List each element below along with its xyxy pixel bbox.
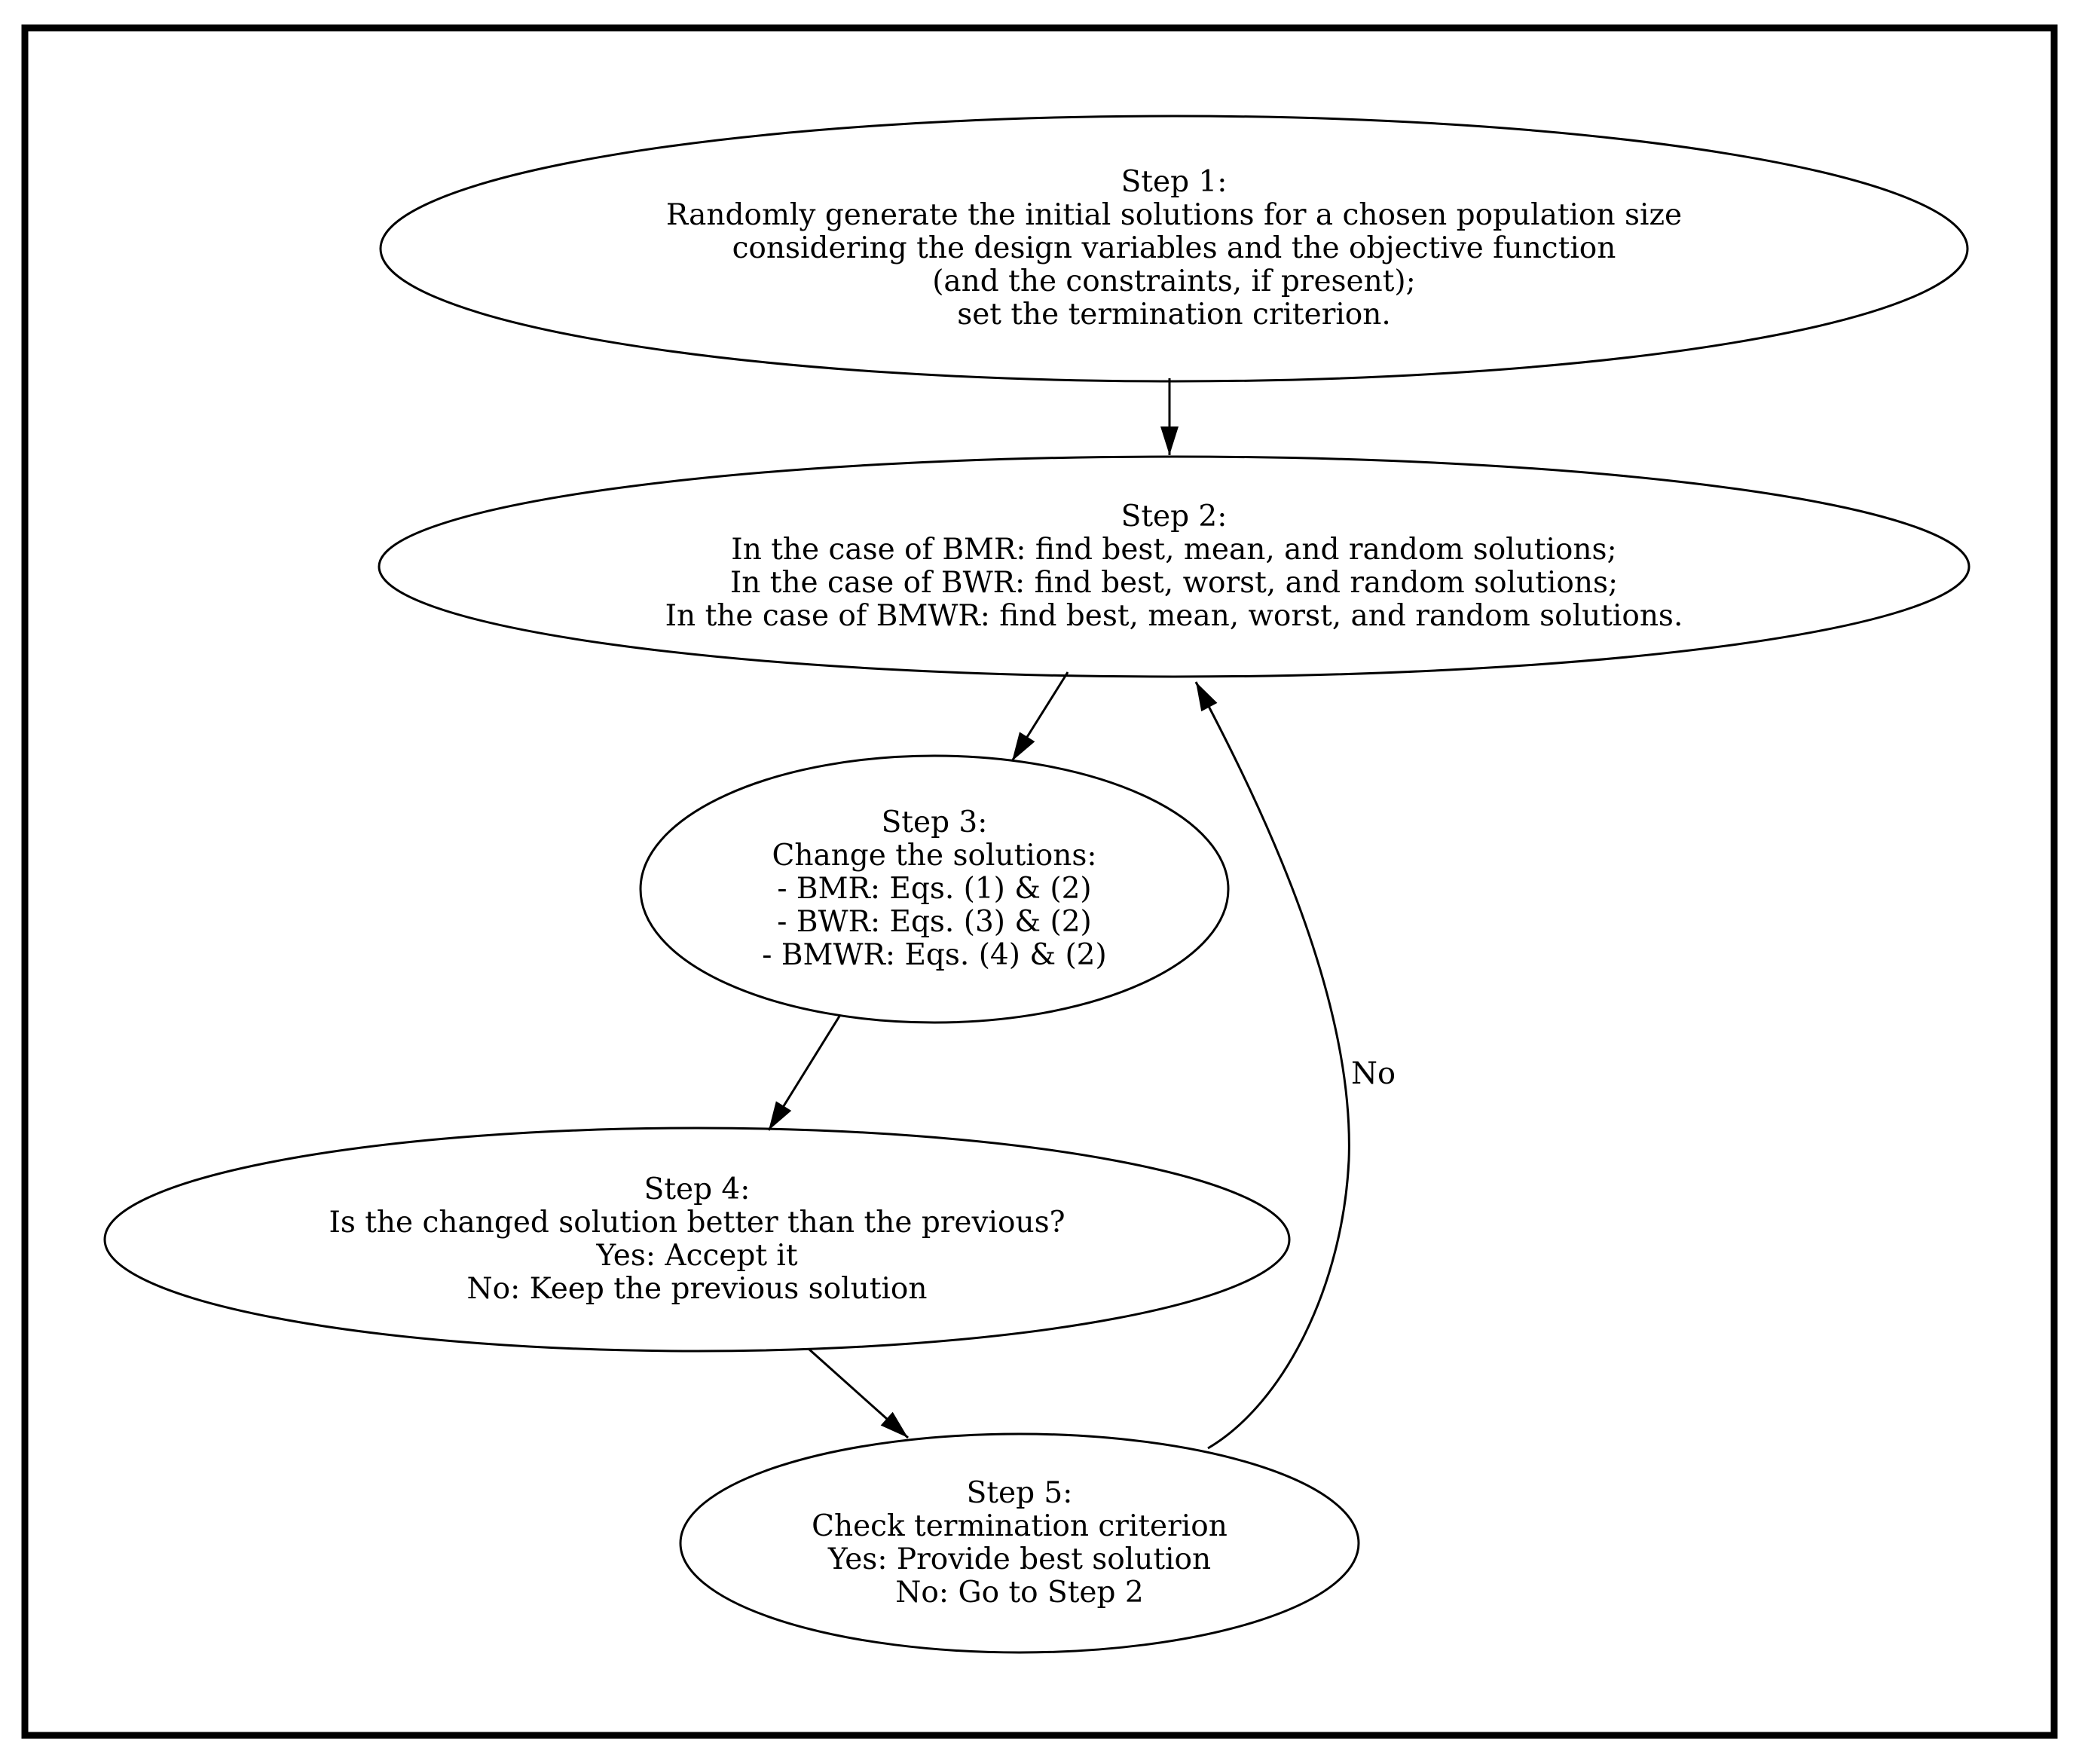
step5-line: Check termination criterion [812, 1509, 1228, 1543]
step2-node: Step 2: In the case of BMR: find best, m… [665, 500, 1683, 633]
step1-ellipse [379, 115, 1969, 383]
step1-line: Step 1: [1121, 165, 1228, 199]
step1-line: Randomly generate the initial solutions … [665, 198, 1683, 232]
step1-node: Step 1: Randomly generate the initial so… [666, 166, 1682, 332]
step2-line: In the case of BMR: find best, mean, and… [731, 533, 1617, 567]
step4-line: No: Keep the previous solution [466, 1272, 928, 1306]
step1-line: (and the constraints, if present); [932, 264, 1416, 298]
step5-line: No: Go to Step 2 [895, 1576, 1144, 1610]
step3-line: - BMWR: Eqs. (4) & (2) [762, 938, 1107, 972]
step1-line: considering the design variables and the… [732, 231, 1616, 265]
step1-line: set the termination criterion. [957, 298, 1391, 332]
step2-line: Step 2: [1121, 500, 1228, 533]
outer-border [21, 24, 2058, 1739]
step2-ellipse [378, 455, 1971, 678]
step5-line: Step 5: [966, 1476, 1073, 1510]
step2-line: In the case of BMWR: find best, mean, wo… [665, 599, 1683, 633]
step3-line: - BWR: Eqs. (3) & (2) [777, 905, 1092, 939]
step3-line: - BMR: Eqs. (1) & (2) [777, 872, 1092, 906]
no-edge-label: No [1351, 1056, 1396, 1091]
step3-line: Step 3: [881, 806, 988, 839]
step4-line: Step 4: [644, 1172, 751, 1206]
step3-ellipse [639, 754, 1230, 1024]
arrow-step2-to-step3 [1010, 671, 1069, 762]
step4-ellipse [103, 1127, 1291, 1353]
step4-line: Yes: Accept it [596, 1239, 798, 1273]
arrow-step3-to-step4 [767, 1014, 842, 1131]
step2-line: In the case of BWR: find best, worst, an… [729, 566, 1619, 600]
step4-node: Step 4: Is the changed solution better t… [329, 1173, 1065, 1306]
step5-ellipse [679, 1432, 1360, 1654]
step4-line: Is the changed solution better than the … [329, 1206, 1066, 1240]
step5-node: Step 5: Check termination criterion Yes:… [812, 1477, 1228, 1610]
step3-line: Change the solutions: [772, 839, 1097, 873]
arrow-step4-to-step5 [808, 1347, 909, 1439]
step3-node: Step 3: Change the solutions: - BMR: Eqs… [762, 806, 1106, 972]
step5-line: Yes: Provide best solution [827, 1542, 1212, 1576]
arrow-step5-to-step2-no-loop [1194, 681, 1350, 1450]
